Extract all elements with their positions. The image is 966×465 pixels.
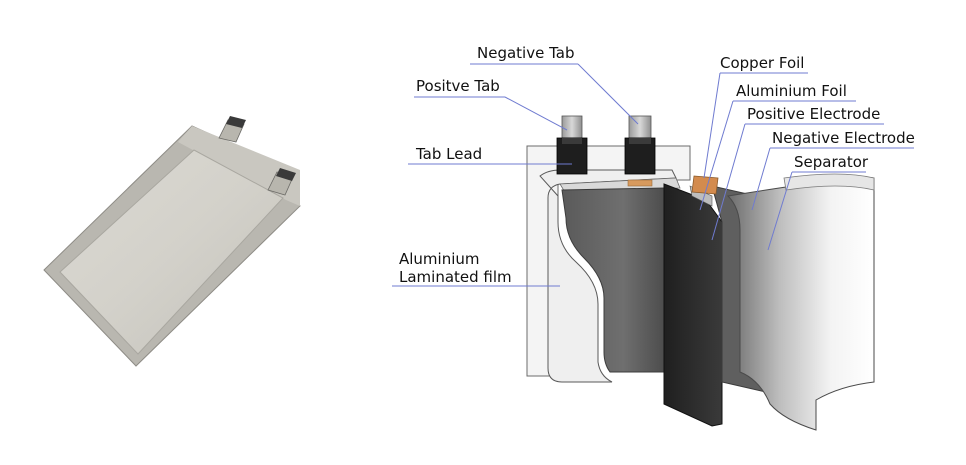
label-separator: Separator bbox=[794, 153, 869, 171]
positive-electrode-sheet bbox=[663, 183, 723, 427]
positive-tab bbox=[556, 115, 588, 175]
callout-labels: Negative Tab Positve Tab Tab Lead Alumin… bbox=[399, 44, 915, 286]
label-aluminium-laminated-film-line1: Aluminium bbox=[399, 250, 480, 268]
negative-electrode-sheet bbox=[561, 187, 665, 373]
negative-tab bbox=[624, 115, 656, 175]
label-copper-foil: Copper Foil bbox=[720, 54, 804, 72]
label-positive-tab: Positve Tab bbox=[416, 77, 500, 95]
pouch-cell-photo bbox=[43, 116, 301, 367]
copper-foil-tab bbox=[691, 175, 719, 195]
copper-foil-strip bbox=[627, 179, 653, 187]
aluminium-laminated-film bbox=[539, 169, 677, 383]
label-tab-lead: Tab Lead bbox=[415, 145, 482, 163]
label-positive-electrode: Positive Electrode bbox=[747, 105, 880, 123]
leader-lines bbox=[392, 63, 914, 287]
pouch-cell-tab-left bbox=[218, 116, 246, 143]
label-aluminium-laminated-film-line2: Laminated film bbox=[399, 268, 512, 286]
label-negative-electrode: Negative Electrode bbox=[772, 129, 915, 147]
label-aluminium-foil: Aluminium Foil bbox=[736, 82, 847, 100]
separator-sheet bbox=[726, 176, 875, 431]
label-negative-tab: Negative Tab bbox=[477, 44, 574, 62]
pouch-cell-tab-right bbox=[267, 168, 296, 196]
exploded-cell bbox=[526, 115, 875, 431]
